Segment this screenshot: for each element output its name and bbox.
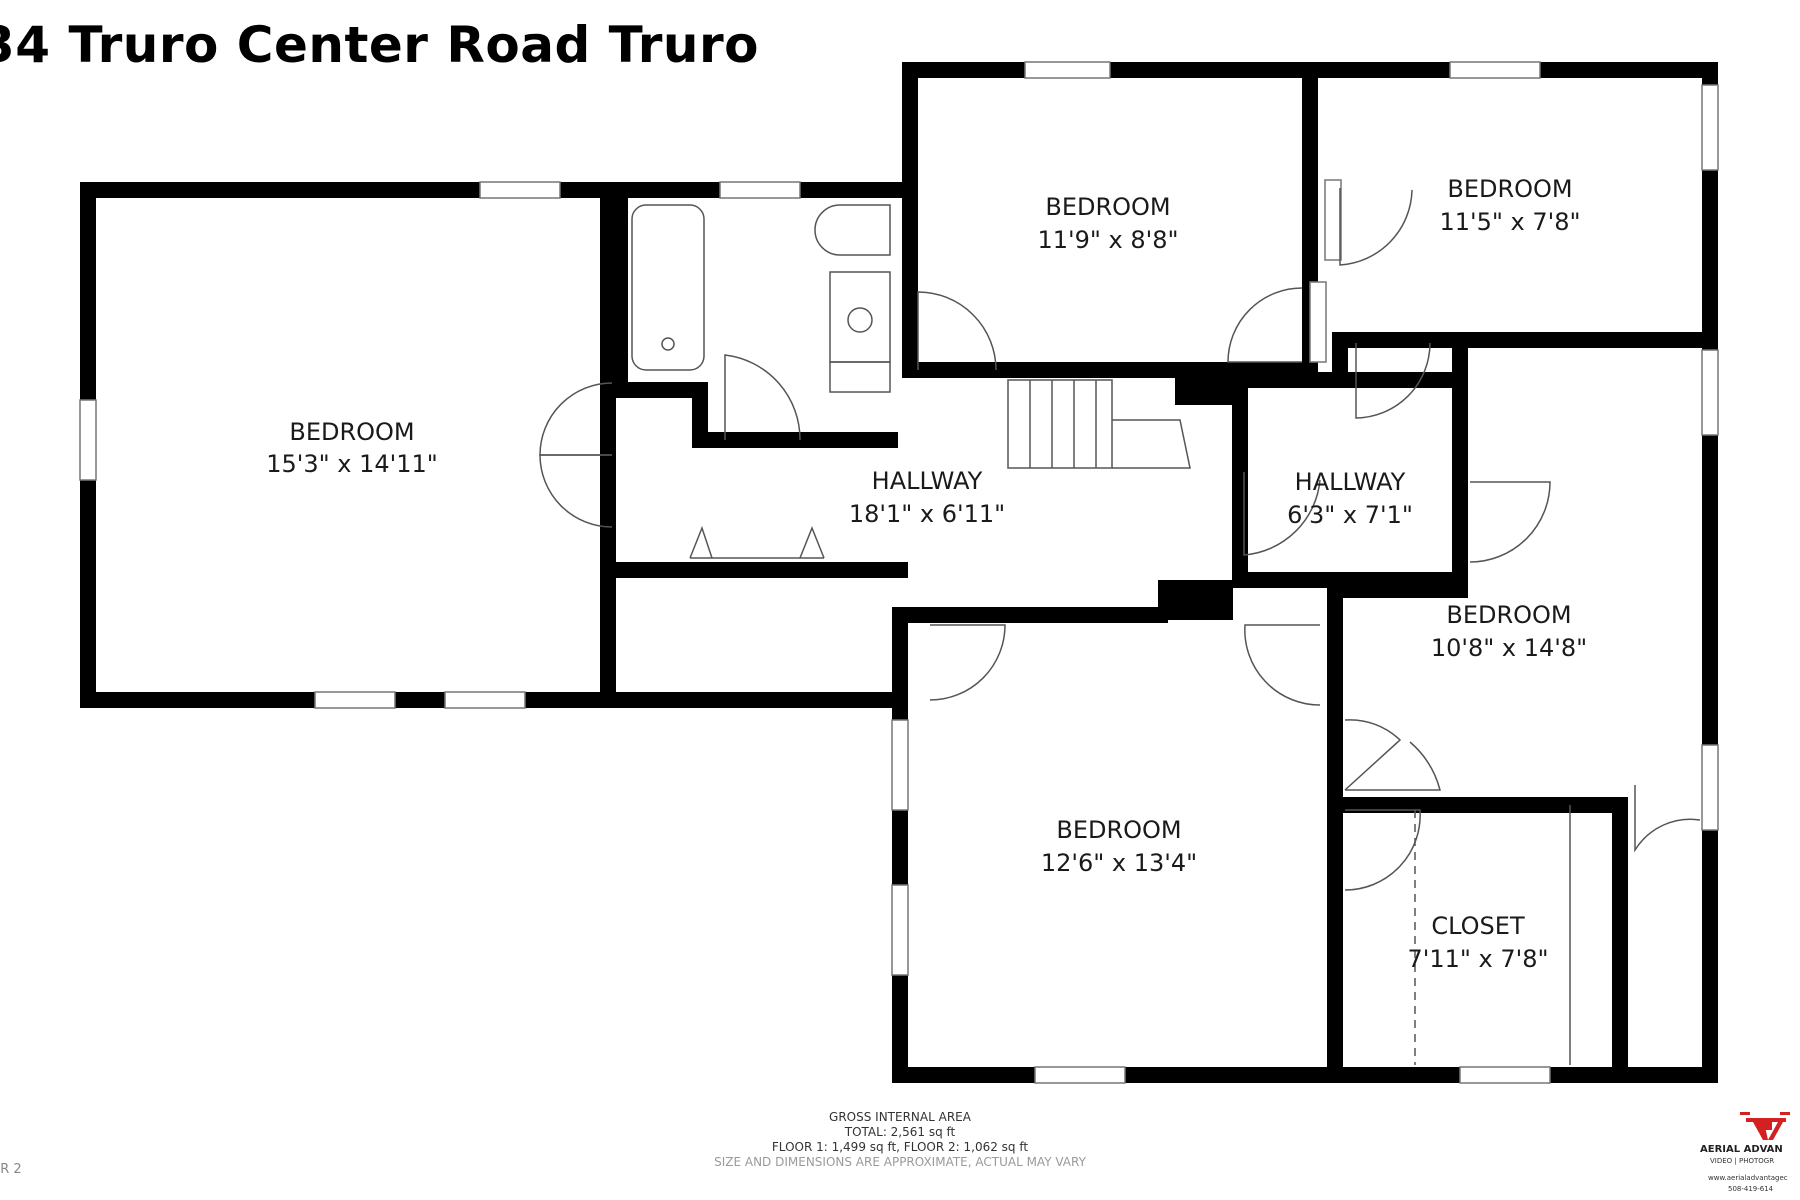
wall-blocks (1158, 375, 1235, 620)
area-floors: FLOOR 1: 1,499 sq ft, FLOOR 2: 1,062 sq … (771, 1140, 1029, 1154)
logo-name: AERIAL ADVAN (1700, 1144, 1783, 1155)
company-logo: AERIAL ADVAN VIDEO | PHOTOGR www.aeriala… (1688, 1100, 1800, 1200)
door-swings (539, 188, 1701, 1065)
room-dims: 18'1" x 6'11" (849, 500, 1005, 528)
logo-tagline: VIDEO | PHOTOGR (1710, 1157, 1775, 1165)
room-name: BEDROOM (1056, 816, 1181, 844)
bifold-doors (689, 525, 825, 559)
room-labels: BEDROOM 15'3" x 14'11" BEDROOM 11'9" x 8… (266, 175, 1587, 973)
area-total: TOTAL: 2,561 sq ft (844, 1125, 956, 1139)
room-dims: 15'3" x 14'11" (266, 450, 438, 478)
room-name: HALLWAY (1295, 468, 1406, 496)
bath-fixtures (631, 204, 891, 393)
windows (79, 61, 1719, 1084)
room-name: HALLWAY (872, 467, 983, 495)
logo-phone: 508-419-614 (1728, 1185, 1774, 1193)
area-disclaimer: SIZE AND DIMENSIONS ARE APPROXIMATE, ACT… (714, 1155, 1086, 1169)
room-name: BEDROOM (289, 418, 414, 446)
plan-title: 34 Truro Center Road Truro (0, 16, 760, 74)
room-dims: 12'6" x 13'4" (1041, 849, 1197, 877)
room-dims: 6'3" x 7'1" (1287, 501, 1413, 529)
room-name: BEDROOM (1446, 601, 1571, 629)
drone-icon (1740, 1112, 1790, 1140)
room-name: BEDROOM (1447, 175, 1572, 203)
room-dims: 11'9" x 8'8" (1037, 226, 1178, 254)
floor-label: OR 2 (0, 1162, 22, 1177)
room-name: BEDROOM (1045, 193, 1170, 221)
room-dims: 7'11" x 7'8" (1407, 945, 1548, 973)
room-dims: 10'8" x 14'8" (1431, 634, 1587, 662)
room-dims: 11'5" x 7'8" (1439, 208, 1580, 236)
room-name: CLOSET (1431, 912, 1525, 940)
area-summary: GROSS INTERNAL AREA TOTAL: 2,561 sq ft F… (700, 1110, 1100, 1170)
stairs (1007, 379, 1191, 469)
logo-url: www.aerialadvantagec (1708, 1174, 1788, 1182)
area-heading: GROSS INTERNAL AREA (829, 1110, 971, 1124)
